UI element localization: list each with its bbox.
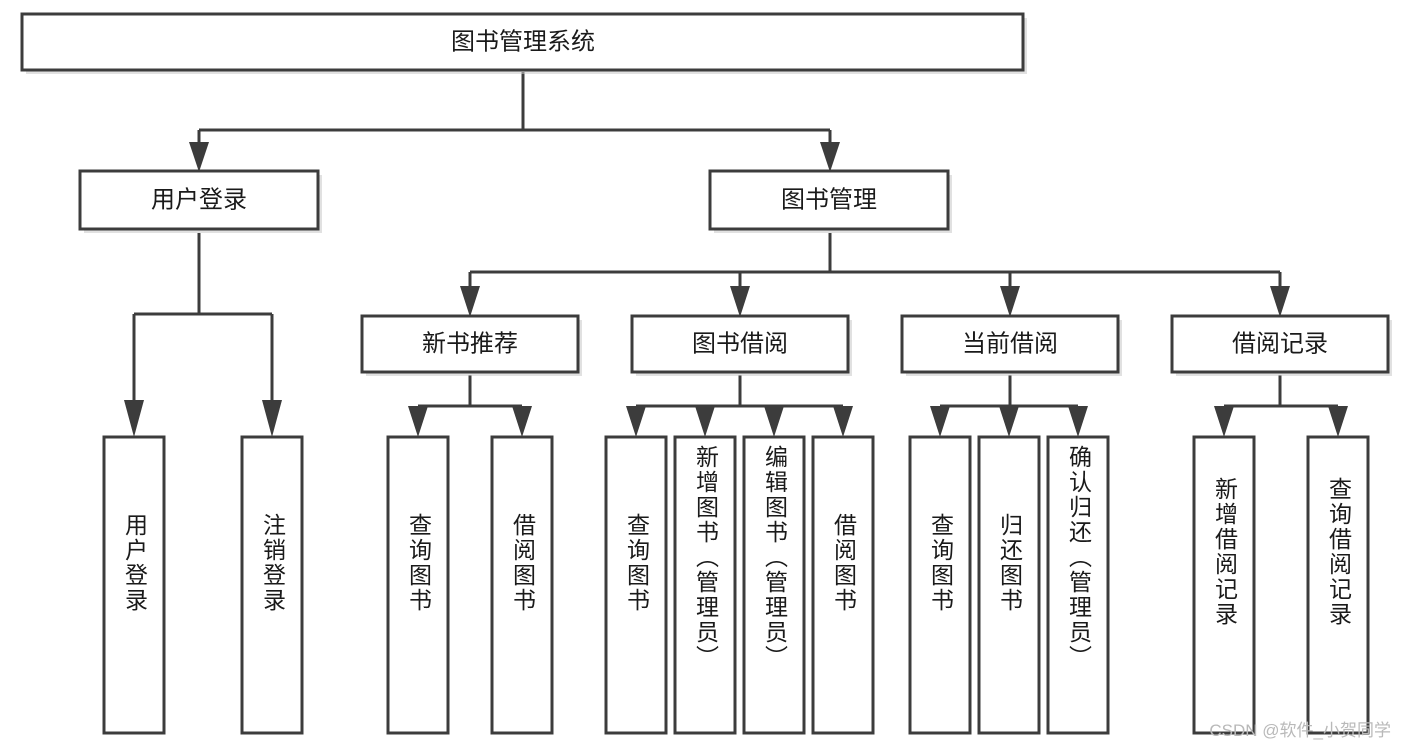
leaf-borrow-book-1-box[interactable] (490, 435, 554, 735)
arrow-leaf-query-book-2 (626, 406, 646, 437)
current-borrow-box[interactable] (900, 314, 1120, 374)
arrow-leaf-query-record (1328, 406, 1348, 437)
arrow-to-user-login (189, 142, 209, 172)
book-borrow-box[interactable] (630, 314, 850, 374)
csdn-watermark: CSDN @软件_小贺同学 (1209, 721, 1391, 740)
arrow-leaf-return-book (999, 406, 1019, 437)
leaf-box-layer (102, 435, 1370, 735)
node-current-borrow[interactable]: 当前借阅 (900, 314, 1122, 376)
leaf-add-record-box[interactable] (1192, 435, 1256, 735)
leaf-query-book-2-box[interactable] (604, 435, 668, 735)
leaf-user-login-box[interactable] (102, 435, 166, 735)
arrow-to-current-borrow (1000, 286, 1020, 317)
user-login-label: 用户登录 (151, 186, 247, 213)
node-borrow-record[interactable]: 借阅记录 (1170, 314, 1392, 376)
arrow-leaf-confirm-return (1068, 406, 1088, 437)
arrow-to-book-manage (820, 142, 840, 172)
leaf-edit-book-box[interactable] (742, 435, 806, 735)
new-book-recommend-label: 新书推荐 (422, 330, 518, 357)
node-book-manage[interactable]: 图书管理 (708, 169, 952, 233)
leaf-confirm-return-box[interactable] (1046, 435, 1110, 735)
leaf-query-record-box[interactable] (1306, 435, 1370, 735)
arrow-leaf-add-record (1214, 406, 1234, 437)
arrow-to-book-borrow (730, 286, 750, 317)
leaf-return-book-box[interactable] (977, 435, 1041, 735)
arrow-leaf-borrow-book-1 (512, 406, 532, 437)
borrow-record-box[interactable] (1170, 314, 1390, 374)
arrow-to-borrow-record (1270, 286, 1290, 317)
node-book-borrow[interactable]: 图书借阅 (630, 314, 852, 376)
leaf-query-book-1-box[interactable] (386, 435, 450, 735)
node-user-login[interactable]: 用户登录 (78, 169, 322, 233)
connector-layer (124, 72, 1348, 437)
current-borrow-label: 当前借阅 (962, 330, 1058, 357)
book-manage-box[interactable] (708, 169, 950, 231)
node-new-book-recommend[interactable]: 新书推荐 (360, 314, 582, 376)
leaf-logout-login-box[interactable] (240, 435, 304, 735)
arrow-leaf-query-book-1 (408, 406, 428, 437)
borrow-record-label: 借阅记录 (1232, 330, 1328, 357)
leaf-borrow-book-2-box[interactable] (811, 435, 875, 735)
new-book-recommend-box[interactable] (360, 314, 580, 374)
leaf-query-book-3-box[interactable] (908, 435, 972, 735)
arrow-leaf-add-book (695, 406, 715, 437)
root-box[interactable] (20, 12, 1025, 72)
leaf-add-book-box[interactable] (673, 435, 737, 735)
arrow-leaf-query-book-3 (930, 406, 950, 437)
arrow-leaf-logout-login (262, 400, 282, 437)
book-manage-label: 图书管理 (781, 186, 877, 213)
arrow-to-new-book (460, 286, 480, 317)
user-login-box[interactable] (78, 169, 320, 231)
book-borrow-label: 图书借阅 (692, 330, 788, 357)
arrow-leaf-user-login (124, 400, 144, 437)
arrow-leaf-borrow-book-2 (833, 406, 853, 437)
root-label: 图书管理系统 (451, 28, 595, 55)
arrow-leaf-edit-book (764, 406, 784, 437)
node-root[interactable]: 图书管理系统 (20, 12, 1027, 74)
